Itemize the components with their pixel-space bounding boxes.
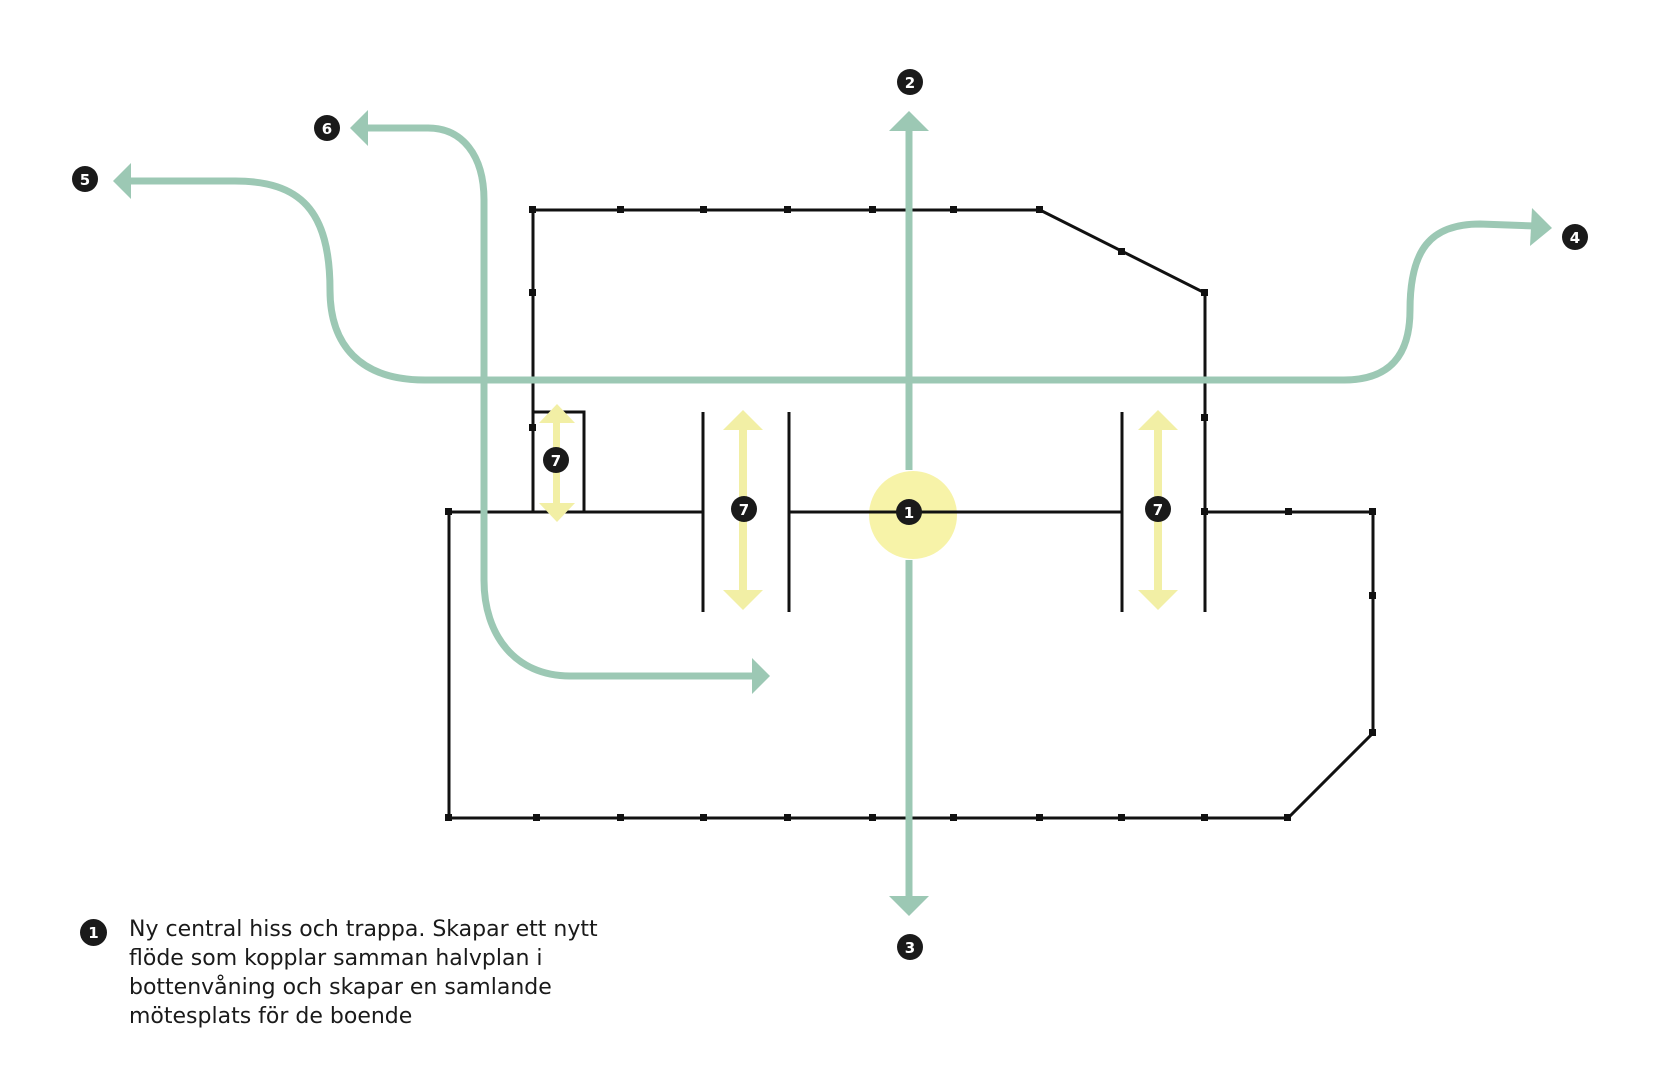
svg-text:4: 4 — [1570, 229, 1580, 247]
badge-stair-middle: 7 — [731, 496, 757, 522]
stair-arrows — [539, 404, 1178, 610]
badge-stair-left: 7 — [543, 447, 569, 473]
outline-vertex-ticks — [445, 206, 1376, 821]
svg-text:7: 7 — [1153, 501, 1163, 519]
legend-number-badge: 1 — [80, 919, 107, 946]
badge-core: 1 — [896, 499, 922, 525]
flow-northwest-loop — [365, 124, 755, 680]
svg-text:1: 1 — [904, 504, 914, 522]
badge-east: 4 — [1562, 224, 1588, 250]
badge-stair-right: 7 — [1145, 496, 1171, 522]
arrowhead-east — [1530, 208, 1552, 246]
svg-text:5: 5 — [80, 171, 90, 189]
arrowhead-southeast — [752, 658, 770, 694]
badge-north: 2 — [897, 69, 923, 95]
svg-text:2: 2 — [905, 74, 915, 92]
arrowhead-south — [889, 896, 929, 916]
svg-text:6: 6 — [322, 120, 332, 138]
flow-horizontal-east-west — [128, 177, 1536, 384]
arrowhead-northwest — [350, 110, 368, 146]
arrowhead-north — [889, 111, 929, 131]
badge-west: 5 — [72, 166, 98, 192]
legend-description: Ny central hiss och trappa. Skapar ett n… — [129, 917, 598, 1029]
svg-text:7: 7 — [551, 452, 561, 470]
svg-text:7: 7 — [739, 501, 749, 519]
arrowhead-west — [113, 163, 131, 199]
number-badges: 1 2 3 4 5 6 7 7 — [72, 69, 1588, 960]
flow-arrows — [128, 122, 1536, 896]
badge-northwest: 6 — [314, 115, 340, 141]
legend: 1 Ny central hiss och trappa. Skapar ett… — [80, 915, 629, 1031]
badge-south: 3 — [897, 934, 923, 960]
flow-arrowheads — [113, 110, 1552, 916]
svg-text:3: 3 — [905, 939, 915, 957]
upper-plan-outline — [531, 208, 1207, 612]
